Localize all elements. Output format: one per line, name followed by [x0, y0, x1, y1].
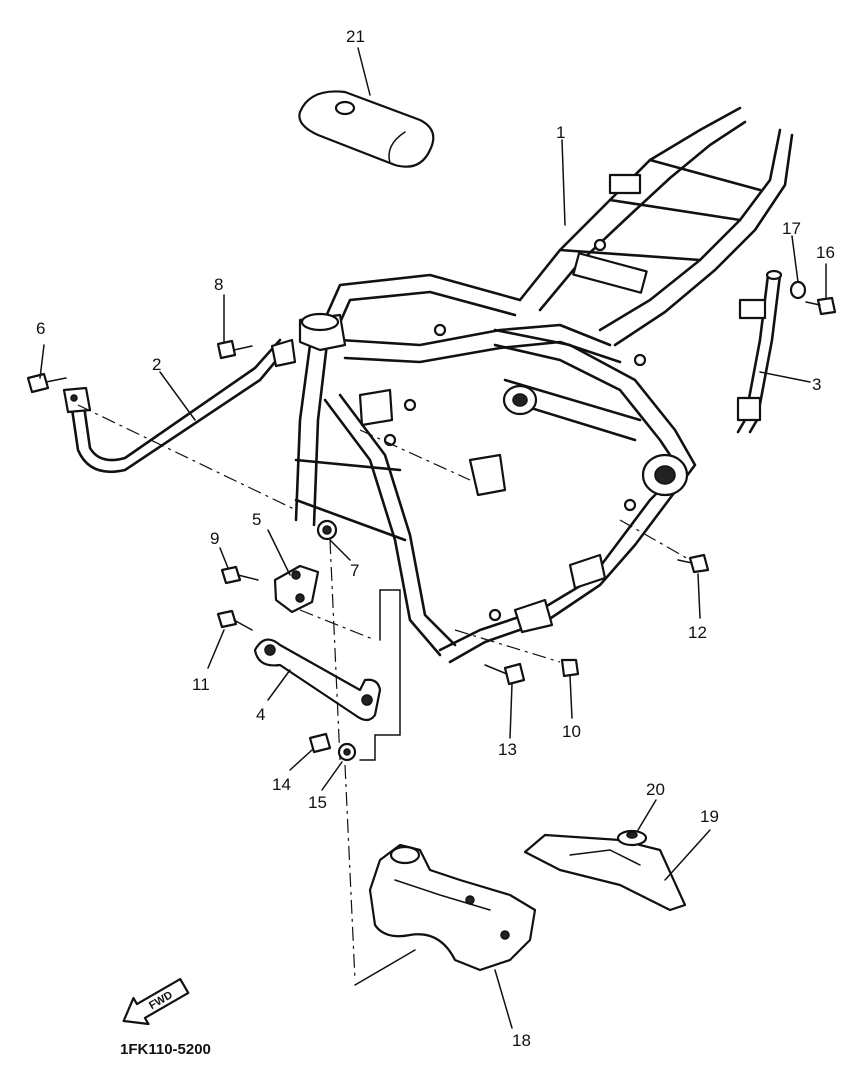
- part-5-plate: [273, 564, 320, 614]
- part-21-cover: [298, 90, 435, 168]
- label-part-10: 10: [562, 722, 581, 741]
- label-part-20: 20: [646, 780, 665, 799]
- part-2-front-loop: [62, 338, 297, 474]
- part-19-guard: [523, 833, 687, 912]
- label-part-12: 12: [688, 623, 707, 642]
- part-20-nut: [616, 829, 648, 847]
- label-part-8: 8: [214, 275, 223, 294]
- label-part-19: 19: [700, 807, 719, 826]
- label-part-3: 3: [812, 375, 821, 394]
- hardware-bolts: [26, 280, 837, 762]
- part-1-main-frame: [294, 106, 794, 664]
- label-part-9: 9: [210, 529, 219, 548]
- part-number-labels: 21 1 2 3 4 5 6 7 8 9 10 11 12 13 14 15 1…: [36, 27, 835, 1050]
- label-part-21: 21: [346, 27, 365, 46]
- label-part-7: 7: [350, 561, 359, 580]
- label-part-18: 18: [512, 1031, 531, 1050]
- part-18-housing: [368, 843, 537, 972]
- label-part-6: 6: [36, 319, 45, 338]
- label-part-11: 11: [192, 675, 210, 694]
- label-part-13: 13: [498, 740, 517, 759]
- part-3-side-rail: [736, 269, 783, 434]
- alignment-lines: [77, 404, 691, 986]
- part-4-bracket-arm: [253, 638, 382, 722]
- catalog-code: 1FK110-5200: [120, 1041, 211, 1058]
- label-part-2: 2: [152, 355, 161, 374]
- label-part-17: 17: [782, 219, 801, 238]
- label-part-4: 4: [256, 705, 265, 724]
- forward-arrow-icon: FWD: [122, 977, 190, 1026]
- leader-lines: [39, 47, 827, 1029]
- label-part-5: 5: [252, 510, 261, 529]
- label-part-16: 16: [816, 243, 835, 262]
- label-part-1: 1: [556, 123, 565, 142]
- label-part-15: 15: [308, 793, 327, 812]
- label-part-14: 14: [272, 775, 291, 794]
